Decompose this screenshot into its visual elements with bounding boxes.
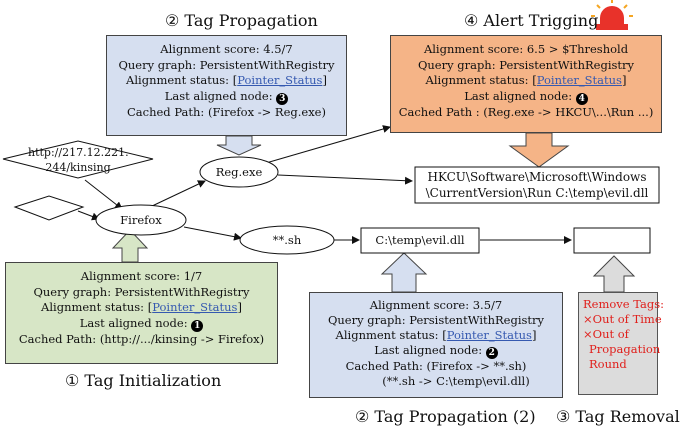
edge-reg-hkcu [265, 125, 391, 164]
query-graph: Query graph: PersistentWithRegistry [33, 284, 250, 299]
tag-removal-box: Remove Tags: ×Out of Time ×Out of Propag… [578, 292, 665, 395]
removal-line: Remove Tags: [583, 297, 665, 311]
cached-path: Cached Path: (Firefox -> **.sh) [345, 359, 527, 373]
title-tag-initialization: ① Tag Initialization [65, 371, 222, 390]
alignment-score: Alignment score: 3.5/7 [369, 298, 503, 312]
tag-propagation-2-panel: Alignment score: 3.5/7 Query graph: Pers… [309, 292, 563, 398]
firefox-node-label: Firefox [120, 213, 162, 227]
sh-node-label: **.sh [272, 233, 302, 247]
removal-line: Propagation [589, 342, 661, 356]
cached-path: Cached Path: (http://.../kinsing -> Fire… [18, 331, 265, 346]
cached-path: Cached Path : (Reg.exe -> HKCU\...\Run .… [398, 104, 654, 119]
node-number-badge: 2 [485, 347, 498, 359]
removal-line: ×Out of Time [583, 312, 662, 326]
query-graph: Query graph: PersistentWithRegistry [327, 313, 545, 327]
pointer-status-link[interactable]: Pointer_Status [237, 73, 323, 87]
last-aligned-node: Last aligned node: 2 [310, 343, 562, 359]
reg-node-label: Reg.exe [215, 165, 263, 179]
firefox-node-shape [95, 204, 187, 236]
query-graph: Query graph: PersistentWithRegistry [118, 57, 335, 72]
node-number-badge: 4 [575, 92, 588, 105]
edge-file-firefox [77, 210, 100, 221]
gray-block-arrow [592, 255, 636, 293]
removal-line: Round [589, 357, 627, 371]
cached-path-continued: (**.sh -> C:\temp\evil.dll) [382, 374, 530, 388]
sh-node-shape [239, 225, 335, 255]
edge-reg-hkcu-main [277, 174, 413, 185]
last-aligned-node: Last aligned node: 1 [6, 316, 277, 332]
title-alert-trigging: ④ Alert Trigging [464, 11, 599, 30]
edge-url-firefox [84, 179, 123, 210]
query-graph: Query graph: PersistentWithRegistry [417, 57, 635, 72]
tag-initialization-panel: Alignment score: 1/7 Query graph: Persis… [5, 262, 278, 364]
blue-block-arrow-bottom [380, 252, 428, 293]
node-number-badge: 3 [276, 92, 289, 105]
last-aligned-node: Last aligned node: 4 [391, 89, 661, 105]
cached-path: Cached Path: (Firefox -> Reg.exe) [127, 104, 326, 119]
orange-block-arrow [508, 132, 570, 168]
hkcu-node-shape [414, 166, 660, 204]
alert-panel: Alignment score: 6.5 > $Threshold Query … [390, 35, 662, 133]
alignment-status: Alignment status: [Pointer_Status] [425, 73, 627, 87]
alignment-score: Alignment score: 1/7 [80, 269, 203, 283]
alignment-status: Alignment status: [Pointer_Status] [126, 73, 327, 87]
alarm-siren-icon [591, 0, 633, 30]
alignment-score: Alignment score: 4.5/7 [160, 42, 293, 56]
reg-node-shape [199, 156, 279, 188]
node-number-badge: 1 [191, 319, 204, 332]
pointer-status-link[interactable]: Pointer_Status [536, 73, 622, 87]
pointer-status-link[interactable]: Pointer_Status [446, 328, 532, 342]
title-tag-propagation-2: ② Tag Propagation (2) [355, 407, 536, 426]
tag-propagation-panel: Alignment score: 4.5/7 Query graph: Pers… [106, 35, 347, 136]
url-node-shape [2, 140, 154, 179]
pointer-status-link[interactable]: Pointer_Status [152, 300, 238, 314]
edge-firefox-sh [183, 226, 242, 241]
edge-firefox-reg [149, 180, 206, 208]
last-aligned-node: Last aligned node: 3 [107, 89, 346, 105]
empty-node-shape [573, 227, 651, 254]
alignment-status: Alignment status: [Pointer_Status] [41, 300, 242, 314]
dll-node-shape [360, 227, 480, 254]
alignment-score: Alignment score: 6.5 > $Threshold [423, 42, 629, 56]
green-block-arrow [111, 229, 149, 263]
removal-line: ×Out of [583, 327, 629, 341]
blue-block-arrow-top [216, 135, 262, 156]
file-node-shape [13, 195, 85, 221]
url-node-label: http://217.12.221. 244/kinsing [28, 146, 129, 174]
title-tag-removal: ③ Tag Removal [556, 407, 680, 426]
hkcu-node-label: HKCU\Software\Microsoft\Windows \Current… [425, 170, 649, 200]
dll-node-label: C:\temp\evil.dll [375, 233, 465, 247]
title-tag-propagation: ② Tag Propagation [165, 11, 318, 30]
alignment-status: Alignment status: [Pointer_Status] [335, 328, 537, 342]
